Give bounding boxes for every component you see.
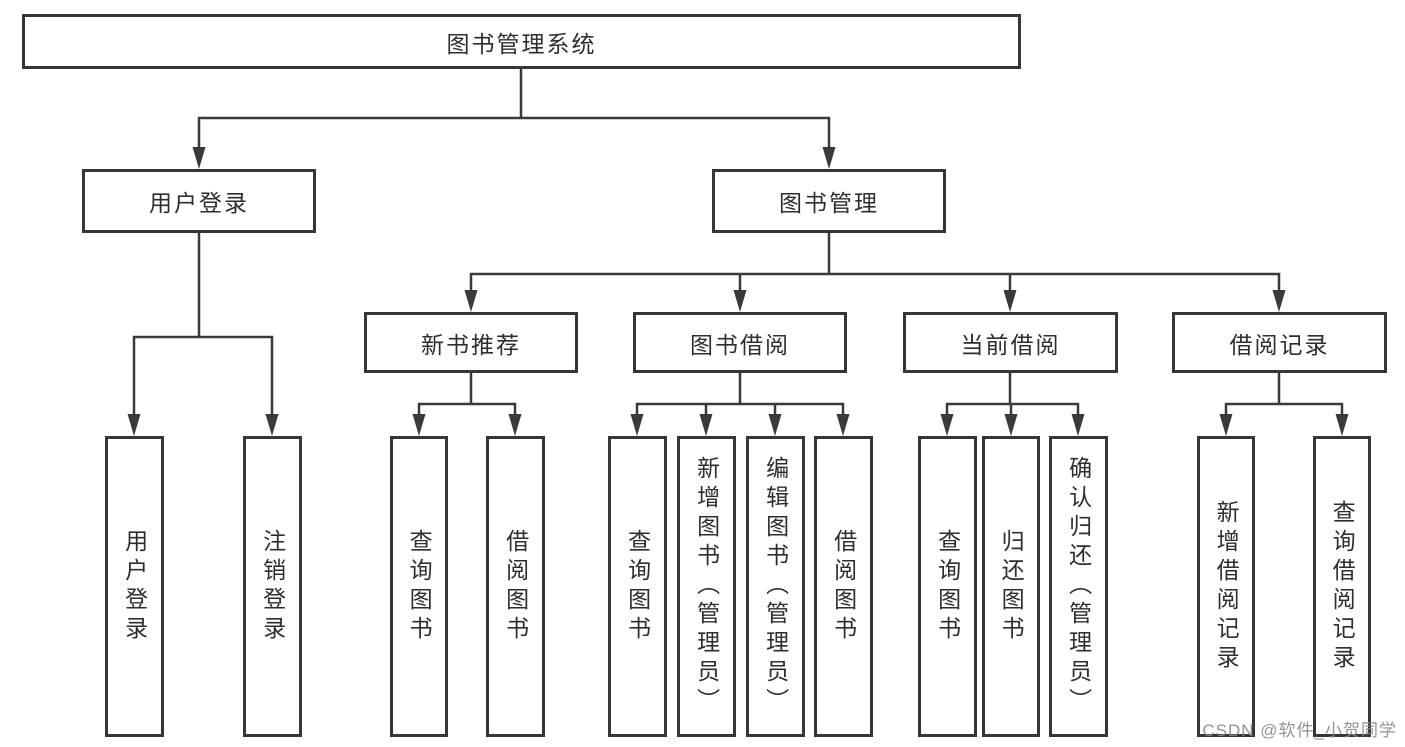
leaf-confirm-return-admin-label: 确认归还（管理员） xyxy=(1065,456,1092,717)
leaf-search-books-3: 查询图书 xyxy=(918,436,977,737)
node-book-management-label: 图书管理 xyxy=(779,190,879,216)
node-user-login: 用户登录 xyxy=(82,169,316,233)
leaf-search-borrow-record-label: 查询借阅记录 xyxy=(1329,499,1356,674)
node-new-book-recommendation: 新书推荐 xyxy=(364,312,578,373)
leaf-add-books-admin-label: 新增图书（管理员） xyxy=(693,456,720,717)
leaf-search-books-3-label: 查询图书 xyxy=(934,528,961,645)
node-user-login-label: 用户登录 xyxy=(149,190,249,216)
leaf-add-borrow-record: 新增借阅记录 xyxy=(1197,436,1255,737)
arrow-leaf-logout xyxy=(265,414,279,436)
leaf-logout: 注销登录 xyxy=(243,436,302,737)
node-library-management-system: 图书管理系统 xyxy=(22,14,1021,69)
leaf-user-login-label: 用户登录 xyxy=(121,528,148,645)
leaf-borrow-books-1: 借阅图书 xyxy=(486,436,545,737)
arrow-leaf-add-books xyxy=(699,414,713,436)
node-book-borrowing: 图书借阅 xyxy=(633,312,847,373)
arrow-leaf-edit-books xyxy=(768,414,782,436)
edge-borrowing-records-split xyxy=(1224,371,1344,417)
arrow-leaf-return-books xyxy=(1004,414,1018,436)
leaf-user-login: 用户登录 xyxy=(105,436,164,737)
leaf-search-books-1-label: 查询图书 xyxy=(406,528,433,645)
node-borrowing-records-label: 借阅记录 xyxy=(1229,331,1330,358)
node-new-book-recommendation-label: 新书推荐 xyxy=(421,331,521,358)
leaf-add-borrow-record-label: 新增借阅记录 xyxy=(1213,499,1240,674)
leaf-search-books-1: 查询图书 xyxy=(390,436,448,737)
leaf-borrow-books-2-label: 借阅图书 xyxy=(830,528,857,645)
edge-current-borrowing-split xyxy=(945,371,1080,417)
arrow-current-borrowing xyxy=(1003,290,1017,312)
leaf-search-borrow-record: 查询借阅记录 xyxy=(1313,436,1371,737)
csdn-watermark: CSDN @软件_小贺同学 xyxy=(1202,721,1397,740)
edge-root-split xyxy=(197,66,831,151)
leaf-confirm-return-admin: 确认归还（管理员） xyxy=(1049,436,1108,737)
arrow-new-book-recommendation xyxy=(464,290,478,312)
arrow-book-borrowing xyxy=(733,290,747,312)
arrow-leaf-search-books-2 xyxy=(630,414,644,436)
leaf-search-books-2: 查询图书 xyxy=(608,436,667,737)
arrow-borrowing-records xyxy=(1272,290,1286,312)
node-library-management-system-label: 图书管理系统 xyxy=(446,30,597,57)
arrow-user-login xyxy=(192,147,206,169)
arrow-leaf-add-borrow-record xyxy=(1219,414,1233,436)
node-current-borrowing-label: 当前借阅 xyxy=(960,331,1061,358)
arrow-leaf-borrow-books-1 xyxy=(508,414,522,436)
leaf-return-books: 归还图书 xyxy=(982,436,1040,737)
edge-new-book-split xyxy=(417,371,517,417)
edge-user-login-split xyxy=(132,231,274,417)
arrow-leaf-search-borrow-record xyxy=(1335,414,1349,436)
arrow-book-management xyxy=(822,147,836,169)
edge-book-management-split xyxy=(469,231,1281,294)
node-book-management: 图书管理 xyxy=(712,169,946,233)
leaf-borrow-books-2: 借阅图书 xyxy=(814,436,873,737)
leaf-search-books-2-label: 查询图书 xyxy=(624,528,651,645)
leaf-edit-books-admin-label: 编辑图书（管理员） xyxy=(762,456,789,717)
arrow-leaf-user-login xyxy=(127,414,141,436)
edge-book-borrowing-split xyxy=(635,371,845,417)
node-borrowing-records: 借阅记录 xyxy=(1172,312,1387,373)
arrow-leaf-confirm-return xyxy=(1071,414,1085,436)
node-book-borrowing-label: 图书借阅 xyxy=(690,331,790,358)
leaf-edit-books-admin: 编辑图书（管理员） xyxy=(746,436,805,737)
arrow-leaf-borrow-books-2 xyxy=(836,414,850,436)
leaf-return-books-label: 归还图书 xyxy=(998,528,1025,645)
leaf-add-books-admin: 新增图书（管理员） xyxy=(677,436,736,737)
arrow-leaf-search-books-3 xyxy=(940,414,954,436)
node-current-borrowing: 当前借阅 xyxy=(903,312,1118,373)
arrow-leaf-search-books-1 xyxy=(412,414,426,436)
leaf-borrow-books-1-label: 借阅图书 xyxy=(502,528,529,645)
leaf-logout-label: 注销登录 xyxy=(259,528,286,645)
